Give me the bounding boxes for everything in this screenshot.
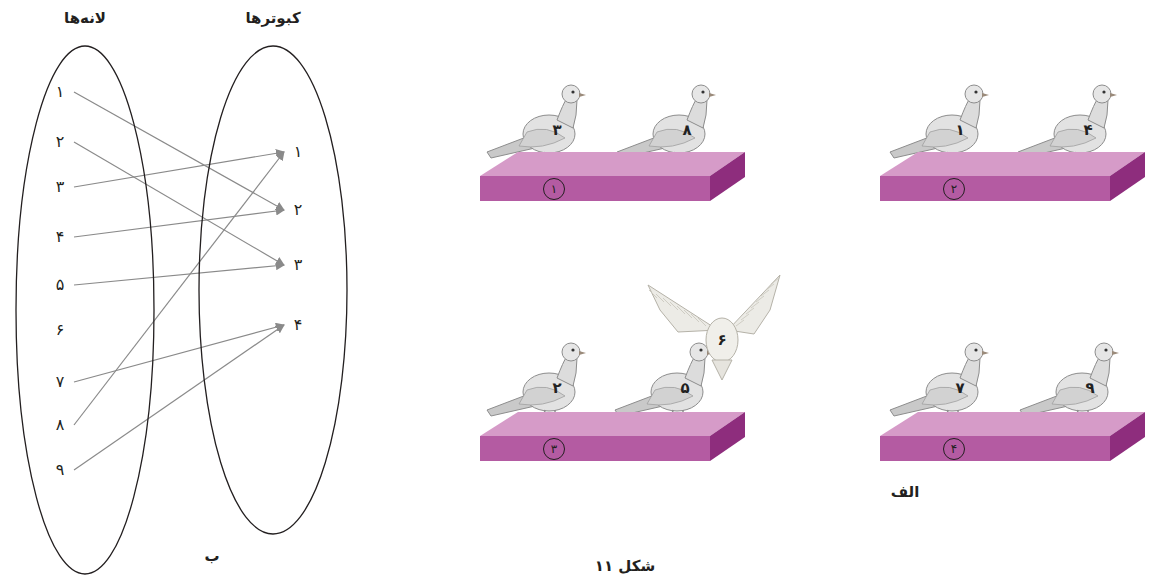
number-text: ۱ <box>286 141 310 163</box>
pigeon <box>487 343 586 420</box>
element-number: ۹ <box>48 459 72 481</box>
ellipse-outline <box>15 45 155 575</box>
part-label: ب <box>204 547 219 565</box>
element-number: ۸ <box>48 414 72 436</box>
number-text: ۴ <box>48 226 72 248</box>
pigeon-number: ۹ <box>1085 379 1094 397</box>
element-number: ۶ <box>48 319 72 341</box>
platform-outline <box>880 150 1146 202</box>
number-text: ۵ <box>48 274 72 296</box>
nest-platform: ۴ <box>880 410 1146 462</box>
set-heading: کبوترها <box>245 9 300 27</box>
pigeon <box>890 343 989 420</box>
nest-number: ۴ <box>943 438 965 460</box>
pigeon <box>617 85 716 162</box>
set-heading: لانه‌ها <box>64 9 106 27</box>
pigeon <box>1018 85 1117 162</box>
mapping-arrow <box>74 152 284 425</box>
number-text: ۲ <box>48 131 72 153</box>
pigeon-number: ۱ <box>955 121 964 139</box>
pigeon-number: ۳ <box>552 121 561 139</box>
pigeon <box>1020 343 1119 420</box>
element-number: ۷ <box>48 371 72 393</box>
number-text: ۹ <box>48 459 72 481</box>
pigeon-number: ۲ <box>552 379 561 397</box>
number-text: ۲ <box>286 199 310 221</box>
number-text: ۳ <box>286 254 310 276</box>
pigeon <box>890 85 989 162</box>
platform-outline <box>880 410 1146 462</box>
mapping-arrow <box>74 142 284 265</box>
ellipse-outline <box>198 45 348 535</box>
mapping-arrow <box>74 265 284 285</box>
element-number: ۵ <box>48 274 72 296</box>
nest-platform: ۱ <box>480 150 746 202</box>
set-ellipse: کبوترها۱۲۳۴ <box>198 45 348 535</box>
element-number: ۳ <box>48 176 72 198</box>
number-text: ۶ <box>48 319 72 341</box>
nest-number: ۲ <box>943 178 965 200</box>
mapping-arrow <box>74 210 284 237</box>
pigeon-number: ۵ <box>680 379 689 397</box>
pigeon-number: ۴ <box>1083 121 1092 139</box>
flying-pigeon <box>648 275 780 380</box>
element-number: ۱ <box>286 141 310 163</box>
figure-caption: شکل ۱۱ <box>595 557 655 575</box>
number-text: ۸ <box>48 414 72 436</box>
nest-platform: ۲ <box>880 150 1146 202</box>
mapping-arrow <box>74 325 284 382</box>
pigeon-number: ۶ <box>717 331 726 349</box>
element-number: ۲ <box>48 131 72 153</box>
platform-outline <box>480 410 746 462</box>
nest-number: ۳ <box>543 438 565 460</box>
pigeon-number: ۸ <box>682 121 691 139</box>
number-text: ۳ <box>48 176 72 198</box>
nest-platform: ۳ <box>480 410 746 462</box>
pigeon <box>615 343 714 420</box>
pigeon-number: ۷ <box>955 379 964 397</box>
platform-outline <box>480 150 746 202</box>
element-number: ۴ <box>48 226 72 248</box>
nest-number: ۱ <box>543 178 565 200</box>
element-number: ۲ <box>286 199 310 221</box>
number-text: ۷ <box>48 371 72 393</box>
pigeon <box>487 85 586 162</box>
number-text: ۴ <box>286 314 310 336</box>
element-number: ۴ <box>286 314 310 336</box>
part-label: الف <box>891 483 920 501</box>
mapping-arrow <box>74 325 284 470</box>
mapping-arrow <box>74 152 284 187</box>
set-ellipse: لانه‌ها۱۲۳۴۵۶۷۸۹ <box>15 45 155 575</box>
element-number: ۱ <box>48 81 72 103</box>
element-number: ۳ <box>286 254 310 276</box>
number-text: ۱ <box>48 81 72 103</box>
